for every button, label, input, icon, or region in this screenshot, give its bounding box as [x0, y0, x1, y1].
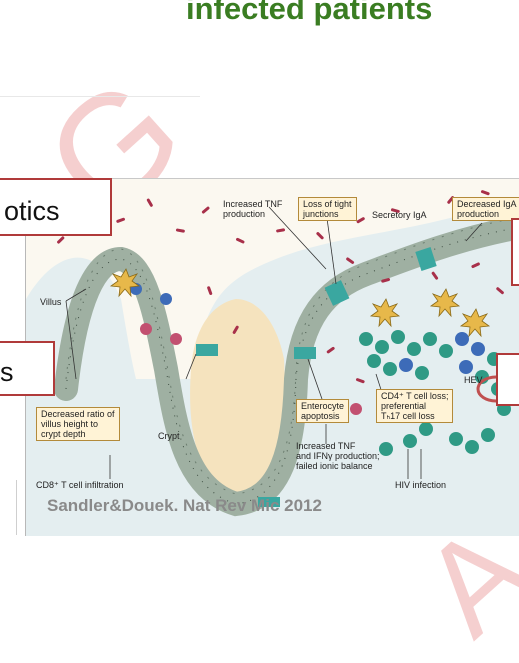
overlay-box-left-bottom: s [0, 341, 55, 396]
label-secretory-iga: Secretory IgA [372, 210, 427, 220]
label-crypt: Crypt [158, 431, 180, 441]
slide-edge-line [16, 480, 17, 535]
label-hiv-infection: HIV infection [395, 480, 446, 490]
callout-loss-tight-junctions: Loss of tight junctions [298, 197, 357, 221]
overlay-box-right-top [511, 218, 519, 286]
label-increased-tnf-ifn: Increased TNF and IFNγ production; faile… [296, 441, 380, 471]
overlay-box-right-bottom [496, 353, 519, 406]
overlay-box-left-top: otics [0, 178, 112, 236]
callout-decreased-ratio: Decreased ratio of villus height to cryp… [36, 407, 120, 441]
slide-title: infected patients [186, 0, 432, 27]
label-villus: Villus [40, 297, 61, 307]
overlay-box-left-bottom-text: s [0, 357, 14, 387]
callout-decreased-iga: Decreased IgA production [452, 197, 519, 221]
label-hev: HEV [464, 375, 483, 385]
overlay-box-left-top-text: otics [4, 196, 60, 226]
callout-enterocyte-apoptosis: Enterocyte apoptosis [296, 399, 349, 423]
citation: Sandler&Douek. Nat Rev Mic 2012 [47, 496, 322, 516]
callout-cd4-loss: CD4⁺ T cell loss; preferential Tₕ17 cell… [376, 389, 453, 423]
divider [0, 96, 200, 97]
label-increased-tnf: Increased TNF production [223, 199, 282, 219]
label-cd8-infiltration: CD8⁺ T cell infiltration [36, 480, 123, 490]
